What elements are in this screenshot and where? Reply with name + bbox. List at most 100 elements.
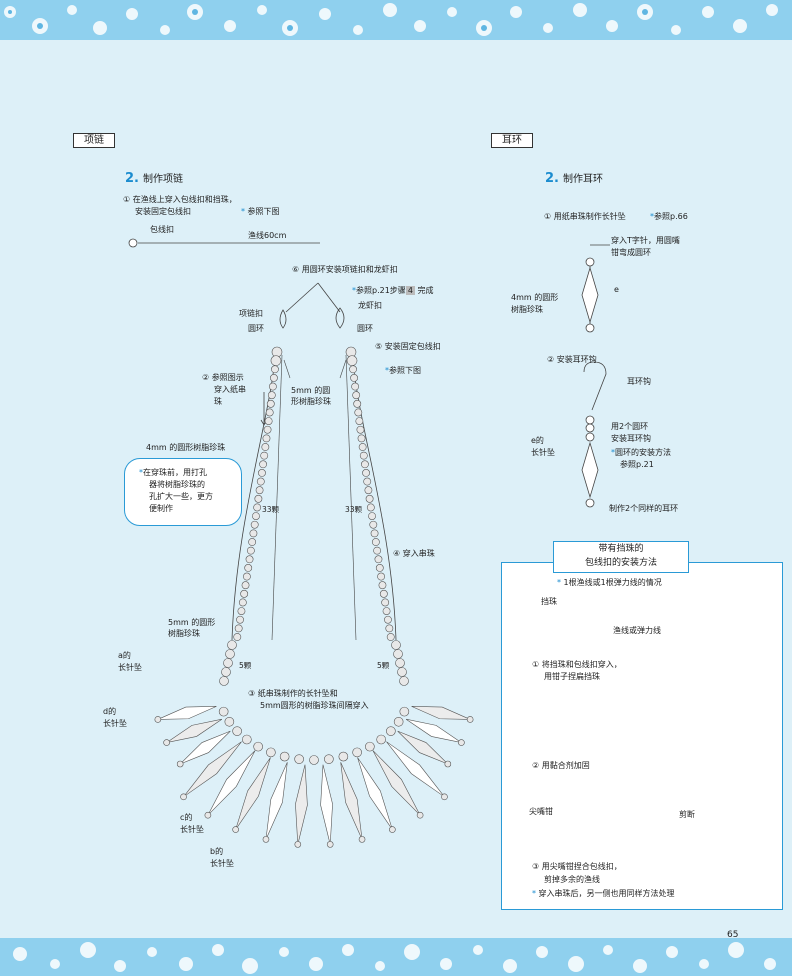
pearl-bead [386, 726, 396, 736]
paper-bead-pendant [411, 706, 471, 720]
pearl-bead [236, 615, 244, 624]
pearl-bead [255, 486, 264, 495]
pearl-bead [399, 676, 409, 686]
pearl-bead [233, 633, 242, 641]
label-pliers: 尖嘴钳 [529, 807, 553, 816]
pendant-end-bead [441, 793, 448, 801]
label-cut: 剪断 [679, 810, 695, 819]
pearl-bead [219, 676, 229, 686]
pearl-bead [268, 382, 277, 391]
necklace-bead-strand [218, 346, 410, 765]
pearl-bead [384, 615, 392, 624]
pearl-bead [266, 747, 276, 758]
pendant-end-bead [180, 793, 187, 801]
pearl-bead [225, 649, 235, 659]
label-5mm-top-line2: 形树脂珍珠 [291, 397, 331, 406]
necklace-step3-line2: 5mm圆形的树脂珍珠间隔穿入 [260, 701, 369, 710]
pearl-bead [355, 417, 364, 425]
label-clasp-cover: 包线扣 [150, 225, 174, 234]
pearl-bead [218, 706, 229, 717]
pearl-bead [379, 589, 388, 598]
ring-method-ref-line2: 参照p.21 [620, 460, 654, 469]
pendant-end-bead [232, 826, 239, 833]
crimp-step3-line2: 剪掉多余的渔线 [544, 875, 600, 884]
label-5mm-pearl: 5mm 的圆形 [168, 618, 216, 627]
pendant-end-bead [176, 760, 184, 768]
pearl-bead [232, 726, 242, 736]
pearl-bead [352, 747, 362, 758]
floral-pattern-icon [13, 942, 776, 974]
bottom-floral-border [0, 938, 792, 976]
count-left: 33颗 [262, 505, 280, 514]
pearl-bead [395, 658, 405, 668]
necklace-step2-line3: 珠 [214, 397, 222, 406]
page-number: 65 [727, 930, 739, 940]
pendant-end-bead [294, 841, 302, 848]
necklace-step5-ref: *参照下图 [385, 366, 421, 375]
make-two-note: 制作2个同样的耳环 [609, 504, 679, 513]
pearl-bead [234, 624, 243, 633]
pearl-bead [352, 391, 361, 400]
label-e-pendant-line2: 长针坠 [531, 448, 555, 457]
pearl-bead [362, 469, 370, 477]
paper-bead-pendant [320, 764, 333, 845]
top-floral-border [0, 0, 792, 40]
label-ear-hook: 耳环钩 [627, 377, 651, 386]
label-lobster-clasp: 龙虾扣 [358, 301, 382, 310]
count-right: 33颗 [345, 505, 363, 514]
pearl-bead [267, 391, 276, 400]
pearl-bead [244, 564, 253, 572]
necklace-step2-line2: 穿入纸串 [214, 385, 246, 394]
crimp-step2: ② 用黏合剂加固 [532, 761, 590, 770]
pearl-bead [253, 503, 262, 512]
tip-callout: *在穿珠前，用打孔 器将树脂珍珠的 孔扩大一些，更方 便制作 [124, 458, 242, 526]
pearl-bead [349, 365, 357, 374]
pearl-bead [261, 443, 270, 451]
crimp-subtitle: * 1根渔线或1根弹力线的情况 [557, 578, 662, 587]
pearl-bead [246, 546, 255, 555]
label-c-pendant: c的 [180, 813, 193, 822]
pearl-bead [264, 417, 273, 425]
label-c-pendant-line2: 长针坠 [180, 825, 204, 834]
necklace-clasp-icon [279, 309, 287, 329]
pearl-bead [368, 512, 376, 520]
earring-heading: 2.制作耳环 [545, 171, 603, 186]
count5-right: 5颗 [377, 661, 390, 670]
label-4mm-earring: 4mm 的圆形 [511, 293, 559, 302]
earring-pin-note: 穿入T字针，用圆嘴 [611, 236, 680, 245]
pearl-bead [369, 520, 378, 529]
label-d-pendant-line2: 长针坠 [103, 719, 127, 728]
pearl-bead [324, 754, 334, 764]
pendant-end-bead [389, 826, 396, 833]
ring-method-ref: *圆环的安装方法 [611, 448, 671, 457]
pearl-bead [279, 751, 290, 762]
crimp-step3: ③ 用尖嘴钳捏合包线扣， [532, 862, 622, 871]
pearl-bead [259, 460, 267, 469]
clasp-cover-icon [128, 238, 138, 248]
necklace-step5: ⑤ 安装固定包线扣 [375, 342, 441, 351]
crimp-panel-title: 带有挡珠的 包线扣的安装方法 [553, 541, 689, 573]
pearl-bead [256, 477, 265, 486]
pearl-bead [364, 486, 373, 495]
pearl-bead [294, 754, 304, 764]
pearl-bead [397, 667, 407, 677]
paper-bead-pendant [265, 762, 288, 840]
pearl-bead [356, 425, 365, 434]
earring-step1-ref: *参照p.66 [650, 212, 688, 221]
pearl-bead [393, 716, 404, 727]
pearl-bead [353, 399, 362, 408]
pearl-bead [250, 520, 259, 529]
label-e: e [614, 285, 619, 294]
pearl-bead [351, 382, 360, 391]
pearl-bead [271, 365, 279, 374]
pendant-end-bead [262, 836, 270, 843]
pendant-end-bead [466, 716, 474, 723]
pearl-bead [375, 564, 384, 572]
label-e-pendant: e的 [531, 436, 544, 445]
label-two-rings-line2: 安装耳环钩 [611, 434, 651, 443]
pearl-bead [238, 598, 247, 607]
section-tag-necklace: 项链 [73, 133, 115, 148]
pearl-bead [376, 734, 386, 745]
pearl-bead [391, 640, 401, 650]
paper-bead-pendant [157, 706, 217, 720]
